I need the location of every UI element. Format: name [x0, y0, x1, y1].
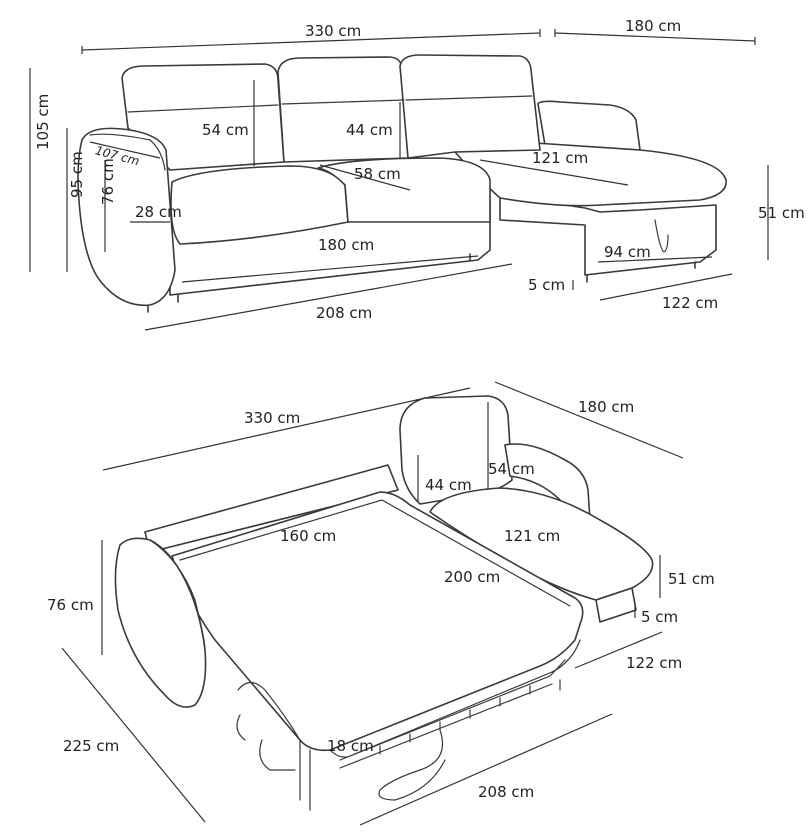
dim-line-bed-depth	[61, 647, 206, 823]
dim-line-bed-chaise-depth	[494, 381, 684, 459]
backrest-middle	[277, 56, 409, 163]
dim-line-seat-width	[181, 255, 479, 283]
label-bed-headrest: 54 cm	[488, 460, 535, 478]
label-arm-height: 76 cm	[99, 158, 117, 205]
label-chaise-depth: 180 cm	[625, 17, 681, 35]
label-frame-height: 18 cm	[327, 737, 374, 755]
dim-line-chaise-width	[599, 273, 733, 301]
label-seat-width: 180 cm	[318, 236, 374, 254]
label-seat-height: 51 cm	[758, 204, 805, 222]
label-bed-depth: 225 cm	[63, 737, 119, 755]
bed-view: 330 cm 180 cm 54 cm 44 cm 160 cm 121 cm …	[47, 381, 715, 826]
chaise-backrest	[537, 100, 641, 151]
dim-line-bed-total-width	[102, 387, 471, 471]
dim-line-storage-width	[597, 256, 713, 263]
storage-strap	[654, 219, 669, 253]
headrest-seam-left	[127, 104, 279, 113]
mattress-edge	[329, 639, 581, 758]
label-arm-width: 28 cm	[135, 203, 182, 221]
label-sofa-width: 208 cm	[316, 304, 372, 322]
label-mattress-width: 160 cm	[280, 527, 336, 545]
label-chaise-length: 121 cm	[532, 149, 588, 167]
label-bed-total-width: 330 cm	[244, 409, 300, 427]
bed-mechanism-left	[236, 681, 301, 801]
label-bed-chaise-length: 121 cm	[504, 527, 560, 545]
label-storage-width: 94 cm	[604, 243, 651, 261]
label-headrest-height: 54 cm	[202, 121, 249, 139]
label-backrest-height: 44 cm	[346, 121, 393, 139]
label-seat-back-height: 95 cm	[68, 151, 86, 198]
label-seat-depth: 58 cm	[354, 165, 401, 183]
dim-line-bed-sofa-width	[359, 713, 613, 826]
label-bed-sofa-width: 208 cm	[478, 783, 534, 801]
bed-slats	[339, 659, 566, 769]
label-mattress-length: 200 cm	[444, 568, 500, 586]
bed-chaise-base	[595, 587, 637, 623]
dim-line-seat-depth	[319, 164, 411, 191]
bed-left-arm-edge	[149, 539, 206, 651]
bed-pull-strap	[378, 729, 446, 801]
label-leg-height: 5 cm	[528, 276, 565, 294]
dim-line-sofa-width	[144, 263, 513, 331]
bed-chaise-backrest	[399, 395, 513, 505]
label-total-width: 330 cm	[305, 22, 361, 40]
dim-line-chaise-depth	[554, 32, 756, 42]
mattress	[171, 491, 584, 752]
label-bed-leg-height: 5 cm	[641, 608, 678, 626]
dim-line-bed-chaise-width	[574, 631, 663, 669]
mattress-inner-edge	[179, 499, 571, 607]
dim-line-arm-depth	[89, 141, 161, 159]
label-chaise-width: 122 cm	[662, 294, 718, 312]
label-bed-chaise-width: 122 cm	[626, 654, 682, 672]
headrest-seam-right	[405, 95, 533, 101]
label-bed-arm-height: 76 cm	[47, 596, 94, 614]
label-bed-chaise-depth: 180 cm	[578, 398, 634, 416]
label-bed-backrest: 44 cm	[425, 476, 472, 494]
label-total-height: 105 cm	[34, 94, 52, 150]
seat-cushion-right	[317, 157, 491, 223]
chaise-body	[499, 194, 717, 276]
dim-line-total-width	[81, 32, 541, 51]
seat-cushion-left	[170, 165, 349, 245]
left-arm	[77, 127, 176, 307]
backrest-right	[399, 54, 541, 159]
headrest-seam-middle	[281, 99, 405, 105]
dim-line-chaise-length	[479, 159, 629, 186]
left-arm-front	[89, 133, 166, 171]
label-bed-seat-height: 51 cm	[668, 570, 715, 588]
sofa-view: 330 cm 180 cm 105 cm 95 cm 107 cm 76 cm …	[29, 17, 805, 331]
